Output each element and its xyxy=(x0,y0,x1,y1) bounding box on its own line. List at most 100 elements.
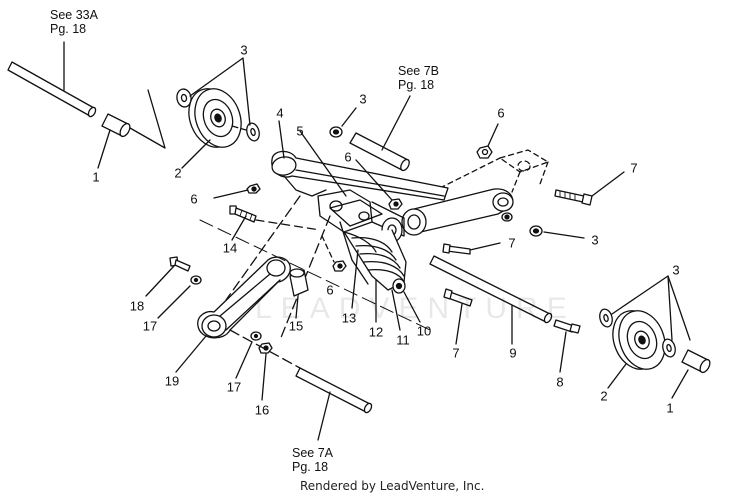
callout-3-mid: 3 xyxy=(359,91,367,107)
long-shaft-upper xyxy=(349,132,410,172)
callout-13: 13 xyxy=(341,310,357,326)
axis-link-lower xyxy=(229,329,301,369)
lower-shaft xyxy=(295,367,373,414)
spacer-bottom xyxy=(681,349,711,374)
callout-6-right: 6 xyxy=(497,105,505,121)
callout-18: 18 xyxy=(129,298,145,314)
spacer-top xyxy=(101,113,131,138)
upper-arm xyxy=(271,150,449,201)
callout-1-top: 1 xyxy=(92,169,100,185)
leader-6-left xyxy=(213,189,249,199)
bolt-18 xyxy=(169,256,191,272)
upper-left-shaft xyxy=(7,61,97,118)
callout-7-right: 7 xyxy=(630,160,638,176)
leader-3-right-mid xyxy=(543,231,585,239)
leader-2-top xyxy=(181,139,211,169)
leader-17-top xyxy=(157,285,191,319)
leader-6-right xyxy=(487,123,499,147)
axis-main-dashed xyxy=(199,219,431,331)
callout-2-top: 2 xyxy=(174,165,182,181)
lower-link xyxy=(197,256,291,339)
callout-10: 10 xyxy=(416,323,432,339)
cross-tube-dashed xyxy=(439,149,549,193)
ref-see7b-page: Pg. 18 xyxy=(398,78,435,92)
ref-see33a: See 33A Pg. 18 xyxy=(50,8,98,36)
footer-credit: Rendered by LeadVenture, Inc. xyxy=(300,479,485,493)
callout-3-bottomright: 3 xyxy=(672,262,680,278)
leader-see7a xyxy=(317,391,331,441)
nut-center xyxy=(388,198,403,210)
leader-10 xyxy=(403,291,421,323)
nut-lower xyxy=(332,260,347,272)
idler-wheel-top xyxy=(188,88,242,148)
callout-9: 9 xyxy=(509,345,517,361)
callout-6-left: 6 xyxy=(190,191,198,207)
ref-see7a-label: See 7A xyxy=(292,446,334,460)
washer-wheel-bottom xyxy=(662,338,676,358)
axis-top-wheel xyxy=(231,125,247,131)
leader-17-bottom xyxy=(235,341,253,379)
bolt-lower xyxy=(443,288,473,307)
leader-1-bottom xyxy=(671,369,689,399)
leader-5 xyxy=(299,130,347,197)
leader-19 xyxy=(175,335,207,373)
ref-see7a-page: Pg. 18 xyxy=(292,460,329,474)
long-shaft-9 xyxy=(429,255,553,324)
callout-12: 12 xyxy=(368,324,384,340)
callout-16: 16 xyxy=(254,402,270,418)
leader-15 xyxy=(295,295,299,319)
callout-5: 5 xyxy=(296,123,304,139)
leader-18 xyxy=(145,265,175,297)
axis-nut-lower xyxy=(321,235,335,263)
leader-3-topleft xyxy=(189,57,251,126)
spacer-15 xyxy=(289,268,309,297)
watermark: LEADVENTURE xyxy=(255,292,576,325)
center-mount xyxy=(317,189,405,243)
leader-11 xyxy=(391,289,401,331)
bolt-8 xyxy=(553,319,581,334)
axis-center-down xyxy=(225,195,301,301)
callout-6-center: 6 xyxy=(344,149,352,165)
bolt-mid xyxy=(442,243,471,255)
leader-bracket-left xyxy=(129,89,166,149)
callout-15: 15 xyxy=(288,318,304,334)
pivot-arm-right xyxy=(401,188,514,236)
leader-8 xyxy=(559,331,567,373)
leader-3-mid xyxy=(341,107,357,127)
washer-right-mid xyxy=(529,225,543,237)
callout-7-lower: 7 xyxy=(452,345,460,361)
washer-wheel-top xyxy=(246,122,260,142)
washer-17-bottom xyxy=(250,331,262,341)
callout-3-topleft: 3 xyxy=(240,42,248,58)
nut-left xyxy=(246,183,261,194)
leader-13 xyxy=(351,249,359,309)
washer-mid xyxy=(329,126,343,138)
callout-17-top: 17 xyxy=(142,318,158,334)
callout-14: 14 xyxy=(222,240,238,256)
washer-bottom-right xyxy=(599,308,613,328)
callout-17-bottom: 17 xyxy=(226,379,242,395)
ref-see7b: See 7B Pg. 18 xyxy=(398,64,439,92)
leader-7-right xyxy=(591,171,625,197)
leader-1-top xyxy=(97,129,111,169)
nut-top-right xyxy=(476,145,493,159)
washer-17-top xyxy=(190,275,202,285)
spring-shock xyxy=(339,221,407,294)
leader-4 xyxy=(278,120,285,159)
leader-6-center xyxy=(355,159,393,201)
callout-19: 19 xyxy=(164,373,180,389)
callout-6-lower: 6 xyxy=(326,282,334,298)
axis-14 xyxy=(255,219,321,231)
callout-7-mid: 7 xyxy=(508,235,516,251)
ref-see7b-label: See 7B xyxy=(398,64,440,78)
callout-8: 8 xyxy=(556,374,564,390)
callout-3-right: 3 xyxy=(591,232,599,248)
leader-16 xyxy=(261,353,267,401)
leader-7-lower xyxy=(455,303,463,345)
ref-see33a-page: Pg. 18 xyxy=(50,22,87,36)
callout-1-bottom: 1 xyxy=(666,400,674,416)
leader-14 xyxy=(231,215,247,241)
leader-2-bottom xyxy=(607,363,627,389)
bolt-right-top xyxy=(554,189,593,206)
